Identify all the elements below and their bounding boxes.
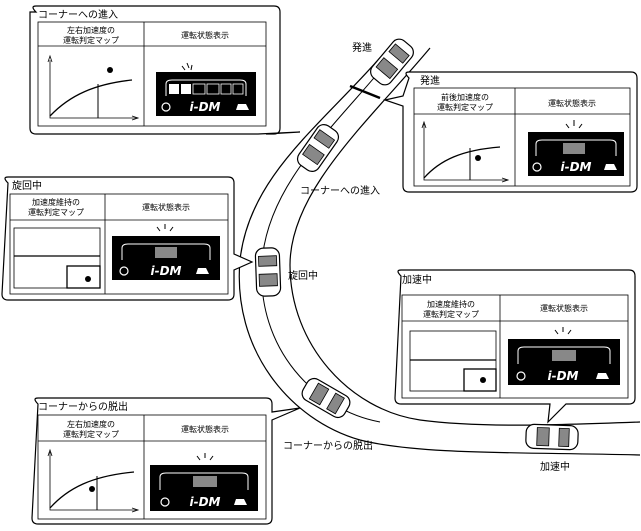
car-exit: [301, 377, 351, 419]
car-turning: [254, 247, 282, 297]
idm-logo: i-DM: [151, 264, 182, 278]
judgment-curve: [423, 146, 501, 179]
judgment-dot: [107, 67, 113, 73]
idm-display: i-DM: [156, 62, 256, 116]
road-label-enter: コーナーへの進入: [300, 185, 380, 197]
car-icon: [196, 268, 209, 274]
map-label-2: 運転判定マップ: [423, 309, 479, 319]
start-line: [349, 84, 381, 100]
road-label-exit: コーナーからの脱出: [283, 439, 373, 452]
car-accel: [525, 423, 579, 451]
judgment-map: [47, 54, 140, 121]
judgment-dot: [480, 377, 486, 383]
judgment-map: [13, 227, 101, 289]
road-centerline: [261, 43, 403, 423]
judgment-map: [409, 330, 497, 392]
car-enter: [296, 123, 340, 173]
idm-display: i-DM: [528, 120, 624, 176]
road-label-start: 発進: [352, 41, 372, 54]
steering-icon: [516, 371, 526, 381]
panel-enter: コーナーへの進入 左右加速度の 運転判定マップ 運転状態表示 i-DM: [29, 5, 301, 135]
road-label-accel: 加速中: [540, 460, 570, 473]
judgment-curve: [49, 79, 133, 117]
idm-display: i-DM: [508, 327, 620, 385]
panel-start: 発進 前後加速度の 運転判定マップ 運転状態表示 i-DM: [382, 71, 638, 193]
map-label-2: 運転判定マップ: [63, 429, 119, 439]
car-icon: [236, 104, 249, 110]
panel-title: 旋回中: [12, 179, 42, 192]
display-label: 運転状態表示: [540, 303, 588, 313]
map-label-1: 左右加速度の: [67, 25, 115, 35]
map-label-2: 運転判定マップ: [63, 35, 119, 45]
car-icon: [234, 499, 247, 505]
map-label-2: 運転判定マップ: [28, 207, 84, 217]
panel-accel: 加速中 加速度維持の 運転判定マップ 運転状態表示 i-DM: [394, 269, 636, 424]
idm-logo: i-DM: [190, 100, 221, 114]
idm-display: i-DM: [112, 224, 220, 280]
map-label-1: 左右加速度の: [67, 419, 115, 429]
road-label-turning: 旋回中: [288, 269, 318, 282]
idm-display: i-DM: [150, 453, 258, 511]
panel-title: コーナーからの脱出: [38, 400, 128, 413]
car-icon: [596, 373, 609, 379]
map-label-1: 加速度維持の: [32, 197, 80, 207]
map-label-2: 運転判定マップ: [437, 102, 493, 112]
idm-logo: i-DM: [561, 160, 592, 174]
panel-title: コーナーへの進入: [38, 9, 118, 21]
steering-icon: [161, 102, 171, 112]
car-start: [370, 38, 414, 86]
steering-icon: [160, 497, 170, 507]
idm-logo: i-DM: [548, 369, 579, 383]
map-label-1: 加速度維持の: [427, 299, 475, 309]
road-edge-inner: [289, 47, 641, 426]
display-label: 運転状態表示: [181, 30, 229, 40]
car-icon: [604, 164, 617, 170]
map-label-1: 前後加速度の: [441, 92, 489, 102]
judgment-map: [421, 120, 510, 183]
display-label: 運転状態表示: [142, 202, 190, 212]
panel-title: 加速中: [402, 273, 432, 286]
judgment-dot: [85, 276, 91, 282]
judgment-map: [47, 448, 140, 513]
display-label: 運転状態表示: [181, 424, 229, 434]
judgment-dot: [475, 155, 481, 161]
display-label: 運転状態表示: [548, 98, 596, 108]
road-edge-outer: [238, 39, 641, 456]
steering-icon: [119, 266, 129, 276]
panel-exit: コーナーからの脱出 左右加速度の 運転判定マップ 運転状態表示 i-DM: [31, 397, 301, 525]
idm-logo: i-DM: [190, 495, 221, 509]
steering-icon: [532, 162, 542, 172]
panel-title: 発進: [420, 74, 440, 87]
judgment-dot: [89, 486, 95, 492]
panel-turning: 旋回中 加速度維持の 運転判定マップ 運転状態表示 i-DM: [1, 176, 254, 301]
judgment-curve: [49, 471, 135, 509]
